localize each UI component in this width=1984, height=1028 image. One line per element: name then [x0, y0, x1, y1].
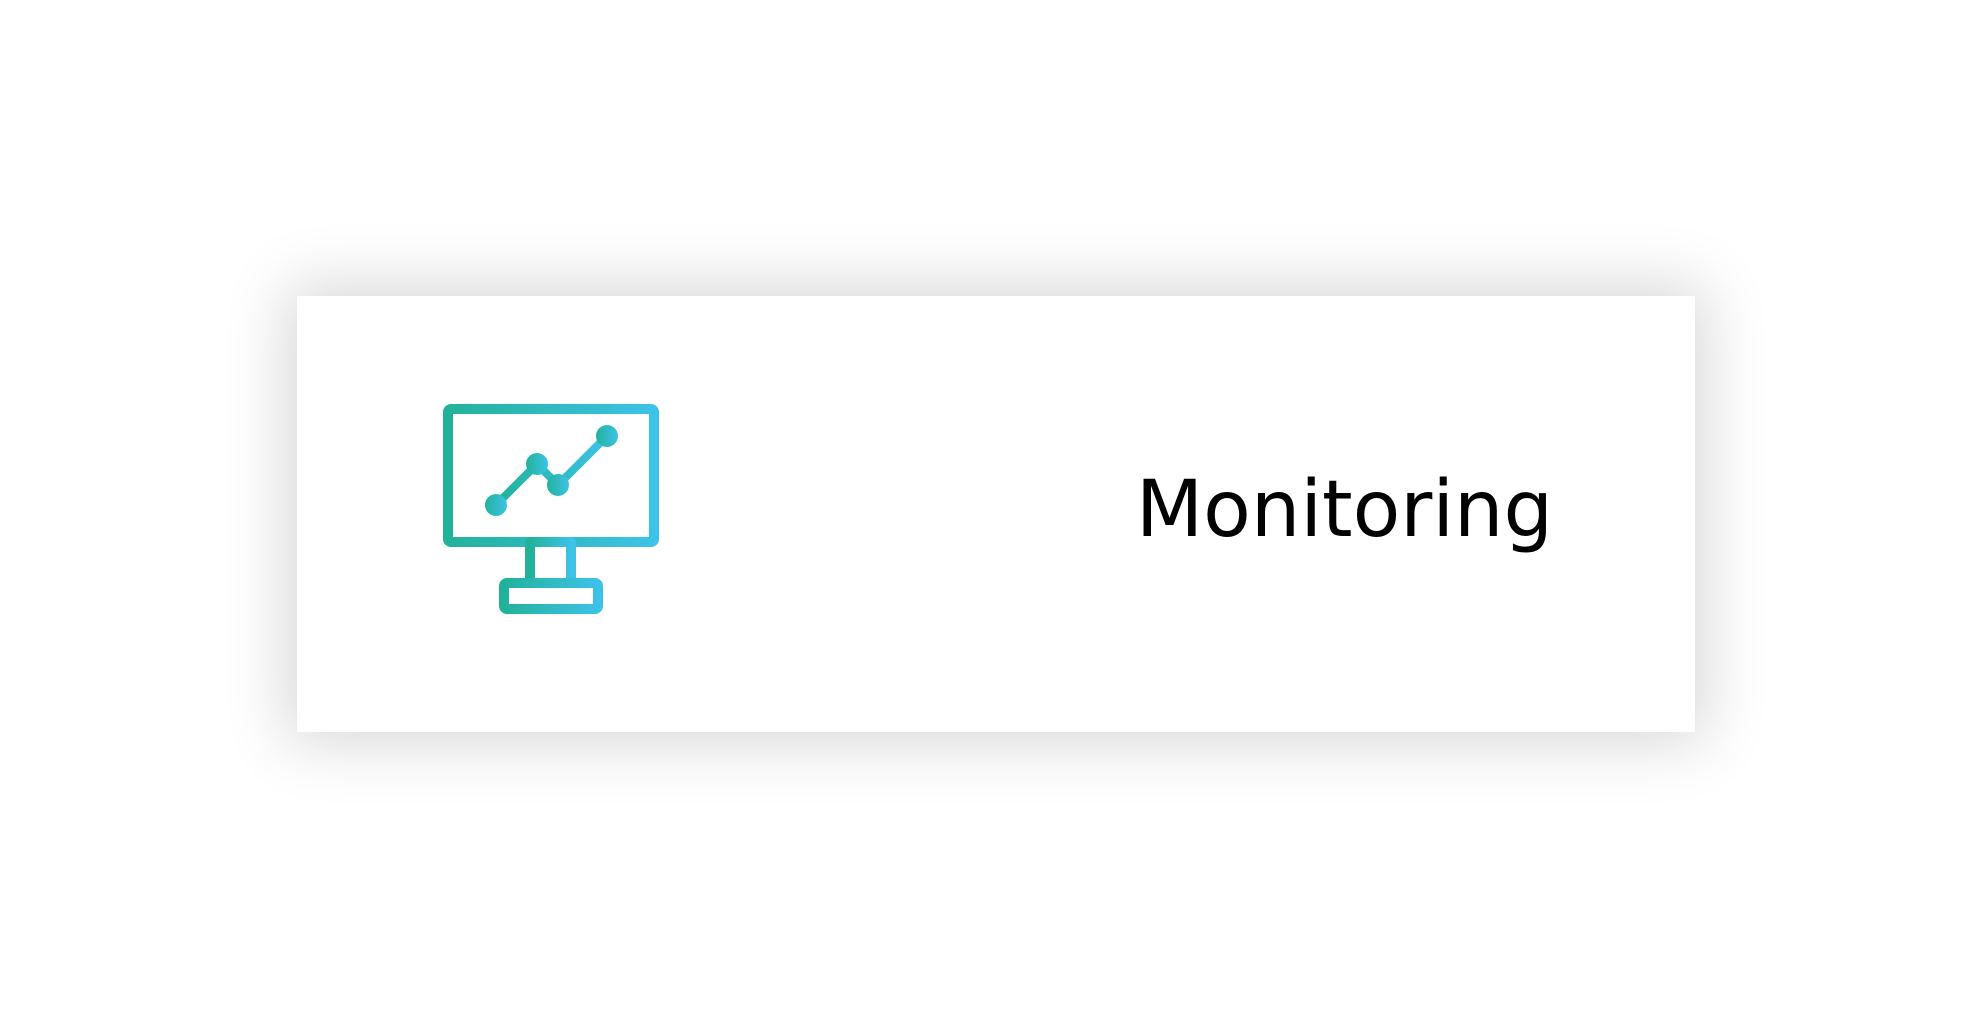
monitoring-card[interactable]: Monitoring	[297, 296, 1695, 732]
monitor-chart-icon	[443, 404, 663, 616]
card-title: Monitoring	[1135, 465, 1553, 555]
